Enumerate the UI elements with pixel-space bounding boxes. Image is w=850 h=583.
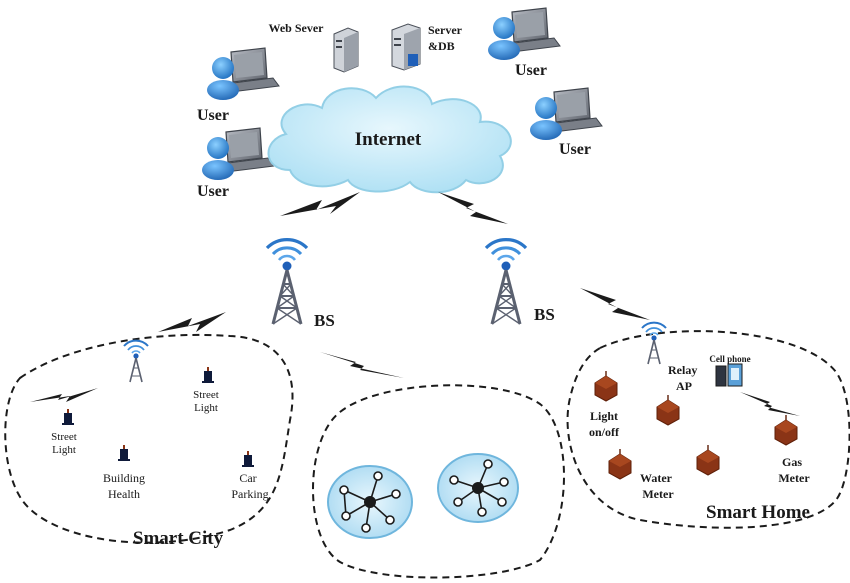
mesh-network-icon [327,465,413,539]
relay-ap-line1: Relay [668,363,697,377]
database-server-icon [391,23,421,71]
street-light-1-line1: Street [51,431,77,443]
street-light-2-line1: Street [193,389,219,401]
lightning-link-icon [740,392,800,416]
gas-meter-line1: Gas [782,455,802,469]
user-label-left-1: User [197,107,229,124]
user-icon [529,87,603,141]
gas-meter-line2: Meter [778,471,810,485]
meter-node-icon [656,394,680,426]
relay-ap-line2: AP [676,379,692,393]
lightning-link-icon [438,192,508,224]
building-health-line1: Building [103,471,145,485]
light-onoff-line1: Light [590,409,618,423]
cell-tower-icon [123,339,149,383]
user-icon [206,47,280,101]
user-label-top-right: User [515,62,547,79]
lightning-link-icon [30,388,98,402]
cell-tower-icon [484,237,528,326]
user-icon [201,127,275,181]
cell-tower-icon [641,321,667,365]
street-light-2-line2: Light [194,402,218,414]
smart-home-label: Smart Home [706,502,810,523]
server-db-label-line1: Server [428,23,463,37]
smart-city-label: Smart City [133,528,224,549]
mesh-network-icon [437,453,519,523]
sensor-node-icon [242,451,254,467]
server-db-label-line2: &DB [428,39,455,53]
user-label-left-2: User [197,183,229,200]
cell-tower-icon [265,237,309,326]
cell-phone-label: Cell phone [709,354,750,364]
bs-left-label: BS [314,311,335,330]
water-meter-line1: Water [640,471,673,485]
cell-phone-icon [715,363,743,387]
lightning-link-icon [580,288,650,320]
server-icon [333,27,359,73]
meter-node-icon [774,414,798,446]
user-icon [487,7,561,61]
internet-label: Internet [355,129,422,150]
sensor-node-icon [62,409,74,425]
lightning-link-icon [280,192,360,216]
mesh-region [312,384,565,579]
cloud-icon [267,85,512,194]
sensor-node-icon [202,367,214,383]
light-onoff-line2: on/off [589,425,620,439]
sensor-node-icon [118,445,130,461]
street-light-1-line2: Light [52,444,76,456]
lightning-link-icon [158,312,226,332]
meter-node-icon [608,448,632,480]
car-parking-line1: Car [239,471,256,485]
building-health-line2: Health [108,487,140,501]
lightning-link-icon [320,352,404,378]
meter-node-icon [696,444,720,476]
smart-home-region [566,330,850,529]
web-server-label: Web Sever [269,21,325,35]
bs-right-label: BS [534,305,555,324]
water-meter-line2: Meter [642,487,674,501]
user-label-right-2: User [559,141,591,158]
smart-city-region [4,333,294,544]
car-parking-line2: Parking [231,487,268,501]
meter-node-icon [594,370,618,402]
